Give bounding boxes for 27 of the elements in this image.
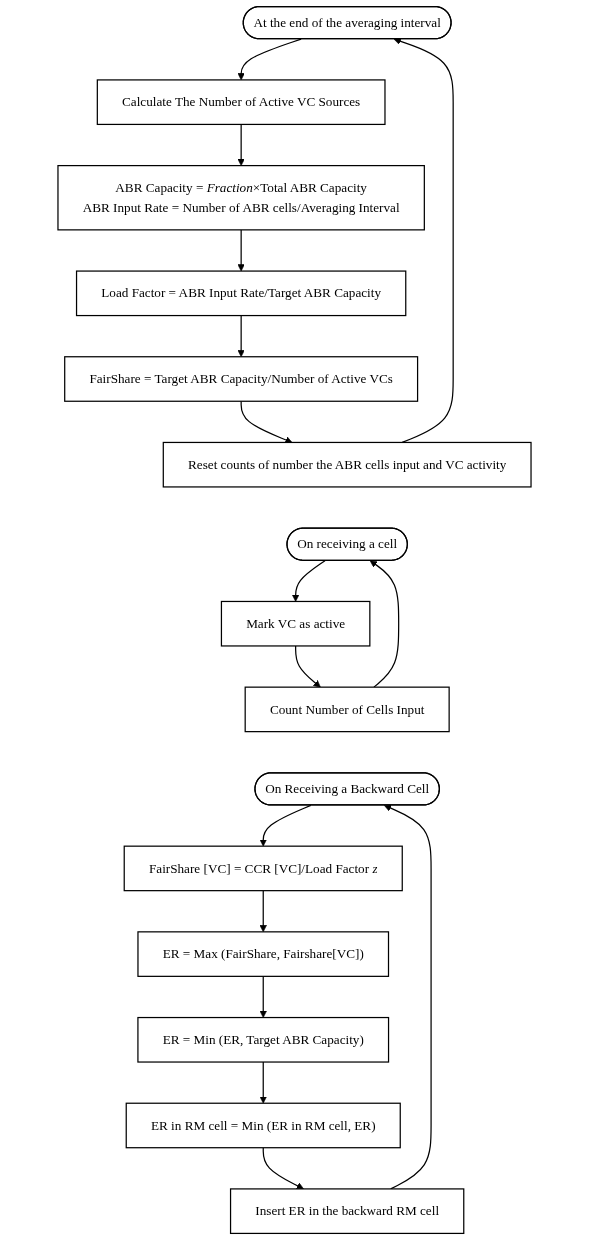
node-box: FairShare = Target ABR Capacity/Number of Active VCs [64,356,419,402]
node-box: Count Number of Cells Input [244,686,450,733]
arrow [237,314,245,358]
node-box: FairShare [VC] = CCR [VC]/Load Factor z [123,845,403,892]
node-box: ABR Capacity = Fraction×Total ABR Capacity ABR Input Rate = Number of ABR cells/Averaging Interval [57,165,425,231]
node-box: Mark VC as active [220,600,371,647]
arrow [240,400,293,444]
arrow [259,890,267,933]
node-box: Reset counts of number the ABR cells input and VC activity [162,441,532,488]
arrow [292,560,326,602]
node-box: Load Factor = ABR Input Rate/Target ABR Capacity [75,270,407,317]
arrow [259,1061,267,1104]
arrow [384,804,432,1190]
arrow [237,123,245,166]
node-box: ER in RM cell = Min (ER in RM cell, ER) [125,1102,401,1149]
node-box: Insert ER in the backward RM cell [229,1188,465,1235]
arrow [262,1147,304,1190]
node-box: ER = Min (ER, Target ABR Capacity) [137,1016,390,1063]
arrow [295,645,321,688]
node-box: Calculate The Number of Active VC Sources [96,79,386,126]
node-box: ER = Max (FairShare, Fairshare[VC]) [137,931,390,977]
arrow [259,975,267,1018]
arrow [369,560,400,688]
arrow [393,37,454,444]
arrow [259,804,312,847]
arrow [237,38,302,81]
arrow [237,229,245,272]
